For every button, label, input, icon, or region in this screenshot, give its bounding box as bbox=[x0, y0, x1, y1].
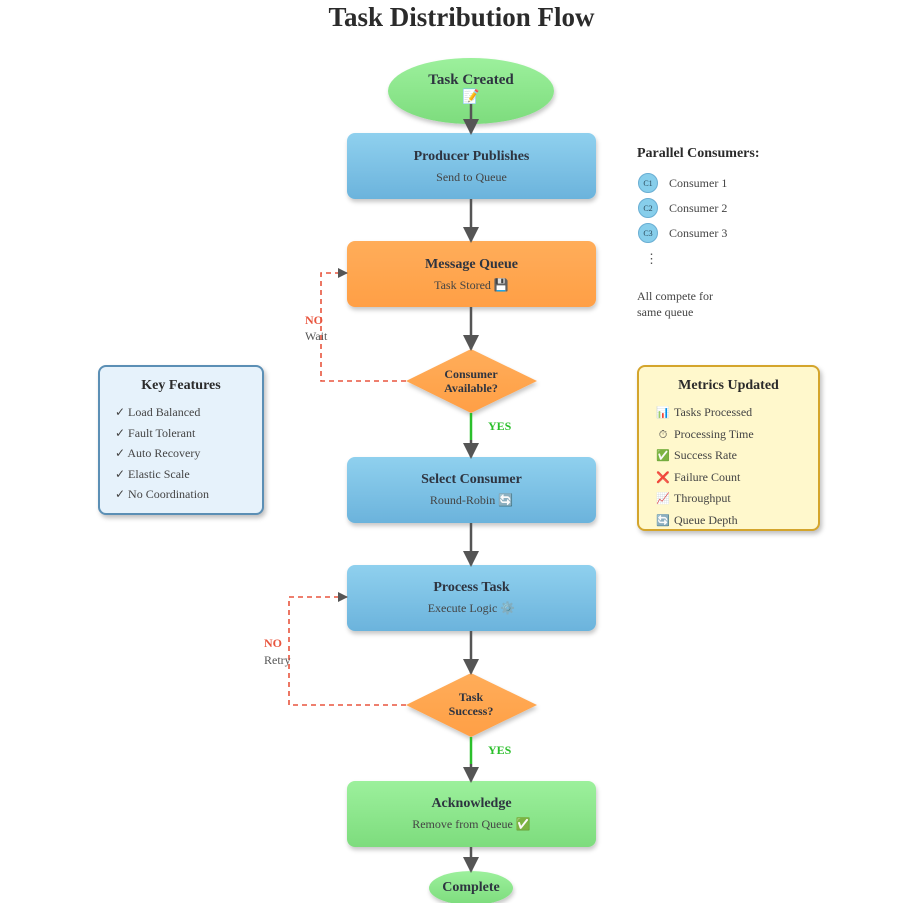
available-text: Consumer Available? bbox=[416, 367, 526, 395]
success-decision bbox=[406, 673, 537, 737]
metric-item: ⏱ Processing Time bbox=[656, 424, 818, 446]
end-node bbox=[429, 871, 513, 903]
ack-node bbox=[347, 781, 596, 847]
metric-item: 📈 Throughput bbox=[656, 488, 818, 510]
producer-node-text: Producer Publishes Send to Queue bbox=[347, 149, 596, 185]
start-node-text: Task Created 📝 bbox=[389, 72, 553, 106]
memo-icon: 📝 bbox=[462, 90, 480, 105]
available-line1: Consumer bbox=[444, 367, 498, 381]
ack-label: Acknowledge bbox=[431, 796, 512, 811]
producer-sub: Send to Queue bbox=[436, 170, 507, 184]
success-text: Task Success? bbox=[416, 690, 526, 718]
metric-label: Processing Time bbox=[674, 426, 754, 441]
queue-node bbox=[347, 241, 596, 307]
process-node bbox=[347, 565, 596, 631]
process-sub: Execute Logic ⚙️ bbox=[427, 601, 516, 615]
refresh-icon: 🔄 bbox=[656, 514, 670, 527]
consumer-label: Consumer 2 bbox=[669, 200, 728, 215]
queue-sub: Task Stored 💾 bbox=[434, 278, 509, 292]
metric-item: 🔄 Queue Depth bbox=[656, 510, 818, 532]
success-line2: Success? bbox=[448, 704, 494, 718]
success-retry-label: Retry bbox=[264, 653, 291, 667]
metric-label: Success Rate bbox=[674, 448, 737, 462]
metric-label: Queue Depth bbox=[674, 512, 738, 527]
producer-label: Producer Publishes bbox=[413, 149, 530, 164]
check-mark-icon: ✅ bbox=[656, 450, 670, 462]
success-line1: Task bbox=[458, 690, 484, 704]
consumer-label: Consumer 1 bbox=[669, 175, 728, 190]
ack-sub: Remove from Queue ✅ bbox=[412, 817, 531, 831]
cross-mark-icon: ❌ bbox=[656, 471, 670, 484]
consumers-note-line2: same queue bbox=[637, 305, 694, 319]
consumer-item: C2 Consumer 2 bbox=[638, 198, 727, 218]
queue-label: Message Queue bbox=[425, 257, 518, 272]
select-node-text: Select Consumer Round-Robin 🔄 bbox=[347, 472, 596, 508]
consumers-ellipsis: ⋮ bbox=[645, 251, 658, 266]
metric-item: ✅ Success Rate bbox=[656, 445, 818, 467]
select-node bbox=[347, 457, 596, 523]
consumer-item: C3 Consumer 3 bbox=[638, 223, 727, 243]
feature-item: ✓ Fault Tolerant bbox=[115, 425, 196, 440]
metrics-panel: Metrics Updated 📊 Tasks Processed ⏱ Proces… bbox=[637, 365, 820, 531]
metric-label: Failure Count bbox=[674, 469, 741, 484]
consumer-badge: C1 bbox=[638, 173, 658, 193]
consumer-badge: C2 bbox=[638, 198, 658, 218]
key-features-list: ✓ Load Balanced ✓ Fault Tolerant ✓ Auto … bbox=[115, 402, 262, 505]
end-node-text: Complete bbox=[429, 880, 513, 896]
end-label: Complete bbox=[442, 880, 500, 895]
bar-chart-icon: 📊 bbox=[656, 407, 670, 419]
feature-item: ✓ Elastic Scale bbox=[115, 466, 190, 481]
feature-item: ✓ Load Balanced bbox=[115, 405, 201, 419]
available-yes-label: YES bbox=[488, 419, 512, 433]
loop-available-no bbox=[320, 268, 406, 382]
success-yes-label: YES bbox=[488, 743, 512, 757]
consumers-note-line1: All compete for bbox=[637, 289, 713, 303]
success-no-label: NO bbox=[264, 636, 282, 650]
queue-node-text: Message Queue Task Stored 💾 bbox=[347, 257, 596, 293]
metrics-heading: Metrics Updated bbox=[678, 378, 779, 393]
producer-node bbox=[347, 133, 596, 199]
diagram-title: Task Distribution Flow bbox=[328, 2, 595, 32]
select-label: Select Consumer bbox=[421, 472, 522, 487]
available-wait-label: Wait bbox=[305, 329, 328, 343]
process-node-text: Process Task Execute Logic ⚙️ bbox=[347, 580, 596, 616]
consumer-label: Consumer 3 bbox=[669, 225, 728, 240]
start-node bbox=[388, 58, 554, 124]
consumers-heading: Parallel Consumers: bbox=[637, 146, 760, 161]
consumers-note: All compete for same queue bbox=[637, 288, 713, 320]
metric-label: Throughput bbox=[674, 491, 731, 505]
metric-item: 📊 Tasks Processed bbox=[656, 402, 818, 424]
ack-node-text: Acknowledge Remove from Queue ✅ bbox=[347, 796, 596, 832]
available-decision bbox=[406, 349, 537, 413]
consumer-item: C1 Consumer 1 bbox=[638, 173, 727, 193]
feature-item: ✓ No Coordination bbox=[115, 487, 210, 501]
available-no-label: NO bbox=[305, 313, 323, 327]
metric-item: ❌ Failure Count bbox=[656, 467, 818, 489]
trend-chart-icon: 📈 bbox=[656, 493, 670, 505]
available-line2: Available? bbox=[444, 381, 498, 395]
feature-item: ✓ Auto Recovery bbox=[115, 446, 201, 460]
metrics-list: 📊 Tasks Processed ⏱ Processing Time ✅ Succe… bbox=[656, 402, 818, 531]
key-features-heading: Key Features bbox=[141, 378, 221, 393]
start-label: Task Created bbox=[428, 72, 514, 88]
loop-success-no bbox=[288, 592, 406, 706]
select-sub: Round-Robin 🔄 bbox=[429, 493, 514, 507]
consumer-badge: C3 bbox=[638, 223, 658, 243]
metric-label: Tasks Processed bbox=[674, 405, 753, 419]
stopwatch-icon: ⏱ bbox=[658, 428, 668, 441]
key-features-panel: Key Features ✓ Load Balanced ✓ Fault Tol… bbox=[98, 365, 264, 515]
process-label: Process Task bbox=[433, 580, 510, 595]
